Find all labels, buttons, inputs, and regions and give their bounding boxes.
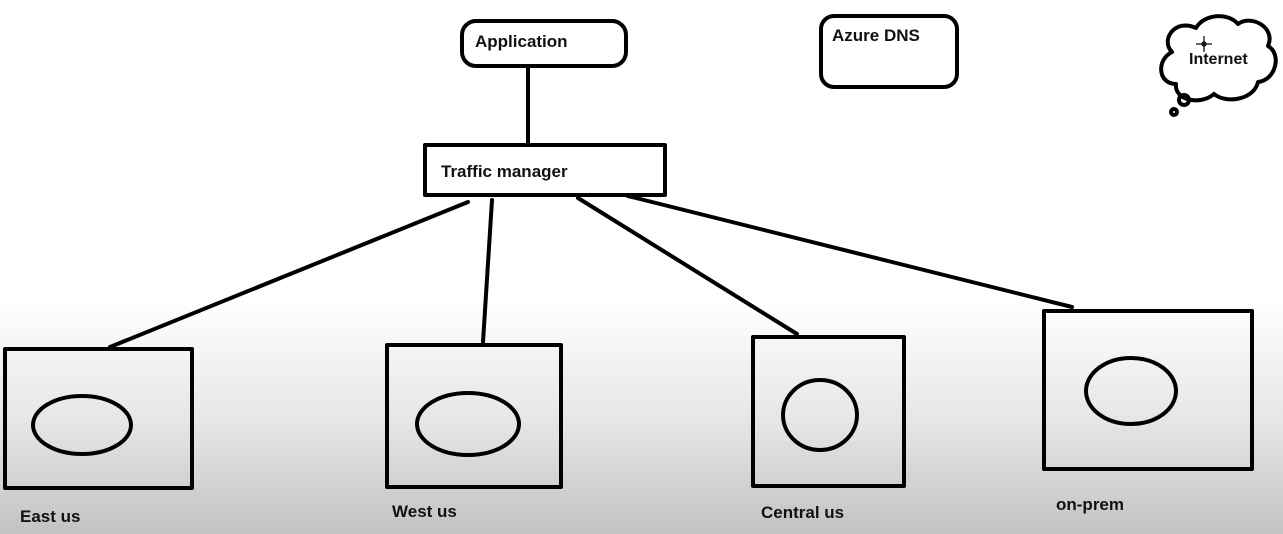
- azure-dns-box: [819, 14, 959, 89]
- application-label: Application: [475, 32, 568, 51]
- west-us-label: West us: [392, 502, 457, 521]
- on-prem-label: on-prem: [1056, 495, 1124, 514]
- connector-traffic-manager-west-us: [481, 198, 494, 344]
- east-us-label: East us: [20, 507, 81, 526]
- east-us-box: [3, 347, 194, 490]
- cursor-crosshair-icon: [1196, 36, 1212, 52]
- connector-traffic-manager-on-prem: [626, 194, 1074, 309]
- internet-cloud-icon: [1159, 14, 1278, 117]
- central-us-box: [751, 335, 906, 488]
- east-us-ellipse: [31, 394, 133, 456]
- internet-label: Internet: [1189, 51, 1248, 68]
- traffic-manager-label: Traffic manager: [441, 162, 568, 181]
- on-prem-box: [1042, 309, 1254, 471]
- traffic-manager-box: [423, 143, 667, 197]
- central-us-label: Central us: [761, 503, 845, 522]
- west-us-ellipse: [415, 391, 521, 457]
- on-prem-ellipse: [1084, 356, 1178, 426]
- connector-traffic-manager-east-us: [108, 200, 470, 349]
- west-us-box: [385, 343, 563, 489]
- connector-traffic-manager-central-us: [576, 196, 799, 336]
- application-box: [460, 19, 628, 68]
- central-us-ellipse: [781, 378, 859, 452]
- azure-dns-label: Azure DNS: [832, 26, 920, 45]
